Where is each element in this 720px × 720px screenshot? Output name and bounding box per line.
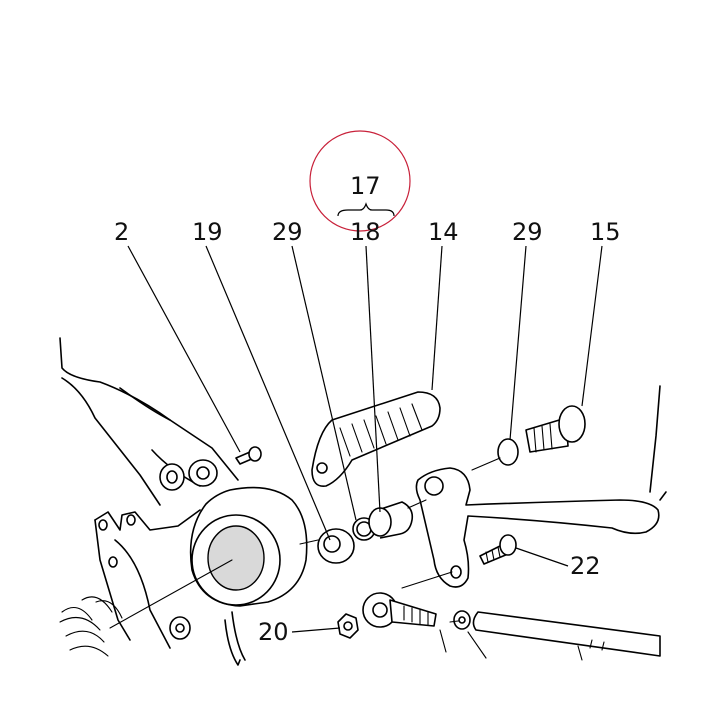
leader-lines <box>127 245 603 633</box>
callout-2: 2 <box>114 218 129 246</box>
spacer-19 <box>189 486 308 607</box>
bolt-2 <box>235 446 262 465</box>
bolt-22 <box>479 534 517 565</box>
callout-20: 20 <box>258 618 289 646</box>
circlip-29-right <box>497 438 519 466</box>
callout-17: 17 <box>350 172 381 200</box>
pivot-pin-15 <box>525 405 586 453</box>
callout-19: 19 <box>192 218 223 246</box>
frame-bracket <box>59 337 246 666</box>
callout-22: 22 <box>570 552 601 580</box>
nut-20 <box>337 613 359 639</box>
callout-18: 18 <box>350 218 381 246</box>
callout-15: 15 <box>590 218 621 246</box>
group-brace <box>337 202 395 217</box>
bushing <box>368 501 414 539</box>
spring-detail <box>59 596 123 657</box>
linkage-rod <box>453 610 661 657</box>
o-ring-18 <box>352 517 376 541</box>
washer-29-left <box>317 528 355 564</box>
assembly-axis-lines <box>109 457 583 661</box>
callout-14: 14 <box>428 218 459 246</box>
rod-end <box>362 592 437 628</box>
highlight-circle <box>309 130 411 232</box>
callout-29-left: 29 <box>272 218 303 246</box>
callout-29-right: 29 <box>512 218 543 246</box>
